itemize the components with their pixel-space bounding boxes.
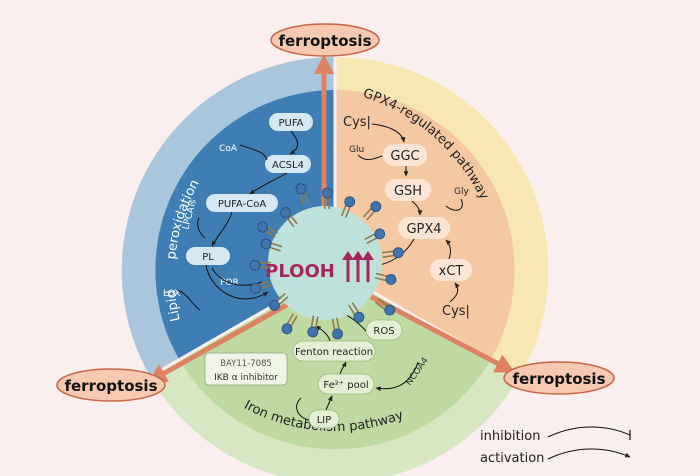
legend: inhibition activation (480, 426, 631, 466)
lipid-head (249, 260, 261, 271)
center-circle (268, 206, 382, 320)
membrane-lipids (249, 183, 404, 340)
ferroptosis-top-label: ferroptosis (278, 32, 371, 50)
lipid-head (344, 196, 356, 208)
plooh-label: PLOOH (265, 261, 335, 282)
lipid-head (295, 183, 307, 195)
lipid-head (281, 323, 293, 335)
lipid-head (260, 238, 272, 250)
legend-activation-line (547, 448, 631, 460)
ferroptosis-left-label: ferroptosis (64, 377, 157, 395)
node-gpx4: GPX4 (406, 222, 441, 237)
node-bay: BAY11-7085 (220, 359, 272, 369)
node-cys-bottom: Cys| (442, 304, 470, 319)
lipid-head (374, 228, 386, 240)
plooh-up-arrows (342, 251, 374, 282)
lipid-head (257, 221, 269, 233)
node-lox: LOX (163, 289, 180, 299)
lipid-head (392, 247, 404, 259)
node-ikb: IKB α inhibitor (214, 373, 278, 383)
lipid-nodes: PUFA CoA ACSL4 LPCATs PUFA-CoA PL LOX PO… (163, 113, 313, 311)
node-gsh: GSH (394, 184, 422, 199)
node-acsl4: ACSL4 (272, 160, 304, 171)
node-fenton: Fenton reaction (295, 347, 373, 358)
node-lip: LIP (317, 415, 332, 426)
lipid-head (280, 207, 291, 218)
node-pl: PL (202, 252, 214, 263)
node-fe-pool: Fe²⁺ pool (323, 380, 368, 391)
node-ros: ROS (373, 326, 394, 337)
node-ggc: GGC (390, 149, 419, 164)
node-gly: Gly (454, 187, 469, 197)
ferroptosis-right: ferroptosis (503, 361, 615, 395)
lipid-head (332, 328, 343, 340)
ferroptosis-right-label: ferroptosis (512, 370, 605, 388)
legend-inhibition-label: inhibition (480, 429, 540, 444)
node-xct: xCT (439, 264, 464, 279)
lipid-head (322, 187, 333, 199)
ferroptosis-top: ferroptosis (270, 23, 380, 57)
node-coa: CoA (219, 144, 238, 154)
lipid-head (250, 282, 261, 294)
node-glu: Glu (349, 145, 364, 155)
lipid-head (269, 300, 280, 311)
arrow-to-ferroptosis-right (343, 280, 516, 373)
ferroptosis-left: ferroptosis (56, 368, 166, 402)
gpx4-nodes: Cys| Glu GGC GSH Gly GPX4 xCT Cys| (343, 115, 472, 319)
node-pufa: PUFA (278, 118, 303, 129)
lipid-head (353, 311, 365, 323)
legend-inhibition-line (547, 426, 631, 438)
lipid-head (307, 326, 319, 338)
lipid-head (384, 304, 396, 316)
lipid-head (370, 201, 382, 212)
lipid-head (385, 274, 397, 285)
node-cys-top: Cys| (343, 115, 371, 130)
node-pufa-coa: PUFA-CoA (218, 199, 267, 210)
legend-activation-label: activation (480, 451, 544, 466)
